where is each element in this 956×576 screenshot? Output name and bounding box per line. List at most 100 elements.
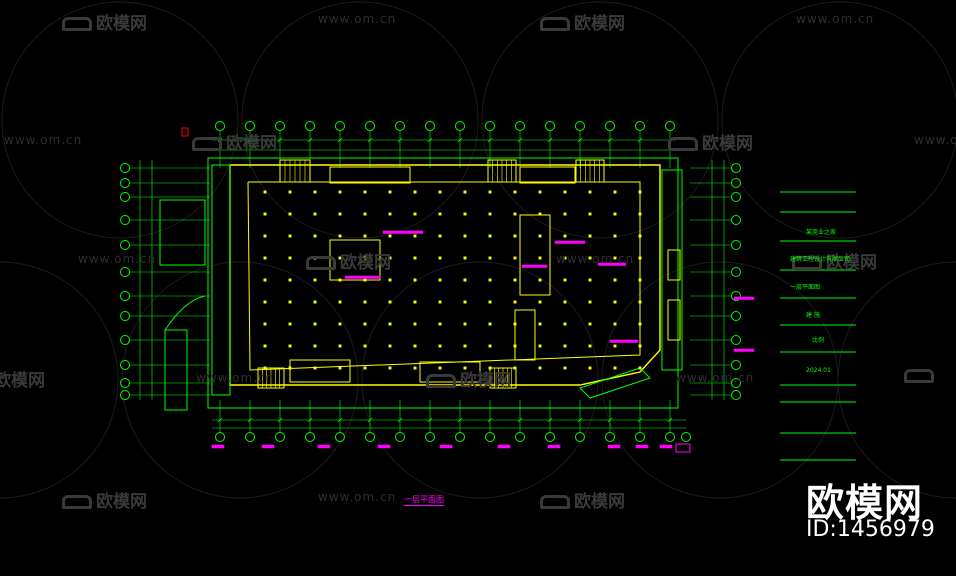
column (338, 234, 342, 238)
axis-bubble-top (305, 121, 315, 131)
axis-bubble-top (665, 121, 675, 131)
column (288, 256, 292, 260)
column (513, 344, 517, 348)
watermark-site: www.om.cn (914, 133, 956, 147)
column (388, 234, 392, 238)
title-block-scale: 比例 (812, 337, 825, 344)
column (338, 300, 342, 304)
column (363, 278, 367, 282)
title-block-sheet-name: 一层平面图 (790, 284, 821, 291)
axis-bubble-bottom (515, 432, 525, 442)
column (338, 344, 342, 348)
axis-bubble-bottom (395, 432, 405, 442)
column (638, 190, 642, 194)
column (388, 366, 392, 370)
building-outline (207, 157, 679, 409)
axis-bubble-left (120, 360, 130, 370)
dim-tick (337, 137, 343, 143)
column (463, 256, 467, 260)
column (288, 344, 292, 348)
column (263, 344, 267, 348)
axis-bubble-bottom (215, 432, 225, 442)
core-room (519, 214, 551, 296)
annotation-mark (261, 444, 275, 449)
annotation-mark (675, 443, 691, 453)
axis-bubble-left (120, 163, 130, 173)
axis-bubble-left (120, 291, 130, 301)
column (263, 366, 267, 370)
axis-bubble-right (731, 291, 741, 301)
column (363, 322, 367, 326)
dim-tick (307, 417, 313, 423)
column (463, 190, 467, 194)
column (413, 322, 417, 326)
axis-bubble-bottom (425, 432, 435, 442)
column (388, 212, 392, 216)
dim-tick (397, 417, 403, 423)
watermark-logo: 欧模网 (62, 487, 147, 512)
column (488, 212, 492, 216)
axis-bubble-bottom (365, 432, 375, 442)
watermark-logo: 欧模网 (668, 129, 753, 154)
axis-bubble-left (120, 311, 130, 321)
dim-tick (457, 137, 463, 143)
column (363, 190, 367, 194)
axis-bubble-right (731, 311, 741, 321)
interior-wall (247, 181, 641, 371)
annotation-mark (733, 296, 755, 300)
model-id: ID:1456979 (806, 517, 935, 542)
annotation-mark (497, 444, 511, 449)
column (263, 322, 267, 326)
column (288, 212, 292, 216)
column (313, 278, 317, 282)
column (638, 344, 642, 348)
dim-tick (607, 417, 613, 423)
dim-tick (577, 137, 583, 143)
column (313, 300, 317, 304)
column (488, 300, 492, 304)
column (388, 322, 392, 326)
column (588, 278, 592, 282)
column (488, 190, 492, 194)
brand-logo: 欧模网 (806, 481, 924, 525)
axis-bubble-left (120, 335, 130, 345)
annotation-mark (554, 240, 586, 244)
left-strip (211, 164, 231, 396)
sofa-icon (426, 374, 456, 388)
column (513, 278, 517, 282)
column (438, 278, 442, 282)
column (538, 212, 542, 216)
annotation-mark (317, 444, 331, 449)
column (538, 278, 542, 282)
watermark-logo (904, 366, 938, 386)
column (363, 234, 367, 238)
column (588, 234, 592, 238)
dim-tick (457, 417, 463, 423)
watermark-logo: 欧模网 (426, 366, 511, 391)
axis-bubble-right (731, 335, 741, 345)
axis-bubble-right (731, 360, 741, 370)
axis-bubble-top (425, 121, 435, 131)
dim-tick (397, 137, 403, 143)
column (563, 344, 567, 348)
watermark-site: www.om.cn (676, 371, 755, 385)
column (463, 344, 467, 348)
column (488, 278, 492, 282)
dim-tick (277, 137, 283, 143)
annotation-mark (211, 444, 225, 449)
column (338, 190, 342, 194)
column (613, 344, 617, 348)
axis-bubble-left (120, 267, 130, 277)
room-top (519, 166, 576, 184)
column (313, 234, 317, 238)
side-room (159, 199, 206, 266)
column (288, 278, 292, 282)
column (613, 212, 617, 216)
column (363, 256, 367, 260)
axis-bubble-bottom (245, 432, 255, 442)
axis-bubble-top (545, 121, 555, 131)
axis-bubble-right (731, 163, 741, 173)
dim-tick (247, 417, 253, 423)
dim-tick (367, 137, 373, 143)
